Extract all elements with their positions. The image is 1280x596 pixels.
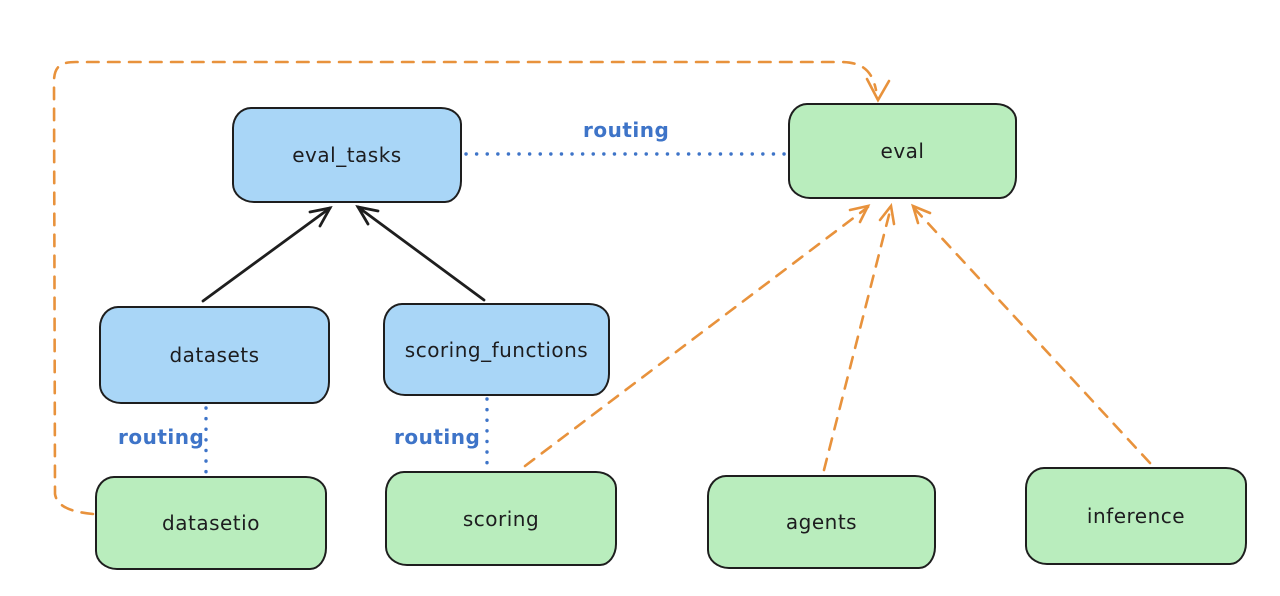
node-inference-label: inference — [1086, 504, 1186, 528]
node-eval-label: eval — [880, 139, 925, 163]
node-agents: agents — [707, 475, 936, 569]
node-agents-label: agents — [785, 510, 858, 534]
node-datasetio-label: datasetio — [162, 511, 260, 535]
arrow-datasets-to-eval_tasks — [201, 206, 333, 303]
node-datasetio: datasetio — [95, 476, 327, 570]
node-scoring_functions-label: scoring_functions — [404, 337, 589, 362]
edge-label-routing-left: routing — [118, 425, 205, 449]
node-eval: eval — [788, 103, 1017, 199]
node-eval_tasks: eval_tasks — [232, 107, 462, 203]
node-scoring-label: scoring — [462, 506, 540, 531]
arrow-agents-to-eval — [822, 202, 896, 472]
node-scoring_functions: scoring_functions — [383, 303, 610, 396]
node-datasets-label: datasets — [169, 343, 260, 367]
node-scoring: scoring — [385, 471, 617, 566]
arrow-datasetio-to-eval — [52, 60, 891, 516]
node-datasets: datasets — [99, 306, 330, 404]
arrow-scoring-to-eval — [523, 204, 871, 468]
arrow-inference-to-eval — [910, 203, 1152, 465]
arrow-scoring_functions-to-eval_tasks — [355, 205, 486, 302]
edge-label-routing-top: routing — [583, 118, 670, 142]
edge-label-routing-mid: routing — [394, 425, 481, 449]
node-inference: inference — [1025, 467, 1247, 565]
node-eval_tasks-label: eval_tasks — [292, 143, 402, 167]
